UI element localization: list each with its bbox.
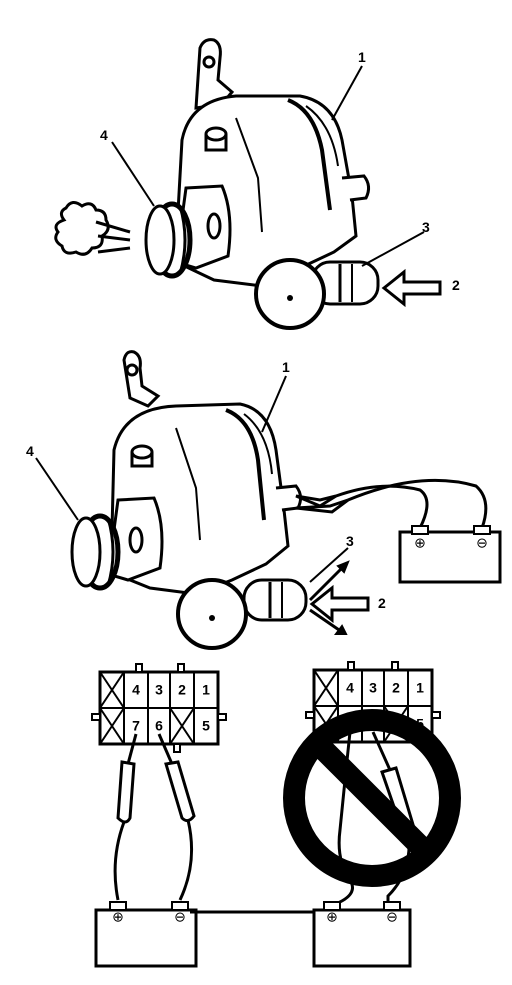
pin-label: 3 bbox=[369, 680, 377, 696]
callout-1: 1 bbox=[358, 49, 366, 65]
pin-label: 1 bbox=[202, 682, 210, 698]
pin-label: 2 bbox=[178, 682, 186, 698]
pin-label: 1 bbox=[416, 680, 424, 696]
pin-label: 6 bbox=[155, 718, 163, 734]
callout-4-energized: 4 bbox=[26, 443, 34, 459]
battery-positive-icon: ⊕ bbox=[326, 909, 338, 925]
connector-test-panel: 4 3 2 1 7 6 5 ⊕ ⊖ bbox=[91, 661, 461, 968]
pin-label: 3 bbox=[155, 682, 163, 698]
pin-label: 4 bbox=[346, 680, 354, 696]
connector-left: 4 3 2 1 7 6 5 bbox=[91, 663, 227, 753]
pin-label: 7 bbox=[132, 718, 140, 734]
pin-label: 2 bbox=[392, 680, 400, 696]
battery-negative-icon: ⊖ bbox=[174, 909, 186, 925]
callout-3-energized: 3 bbox=[346, 533, 354, 549]
callout-2: 2 bbox=[452, 277, 460, 293]
pin-label: 4 bbox=[132, 682, 140, 698]
battery-negative-icon: ⊖ bbox=[476, 535, 488, 551]
pin-label: 5 bbox=[202, 718, 210, 734]
callout-3: 3 bbox=[422, 219, 430, 235]
battery-positive-icon: ⊕ bbox=[414, 535, 426, 551]
callout-4: 4 bbox=[100, 127, 108, 143]
prohibited-icon bbox=[283, 709, 461, 887]
battery-negative-icon: ⊖ bbox=[386, 909, 398, 925]
battery-positive-icon: ⊕ bbox=[112, 909, 124, 925]
callout-2-energized: 2 bbox=[378, 595, 386, 611]
callout-1-energized: 1 bbox=[282, 359, 290, 375]
valve-panel-airflow: 1 4 3 2 bbox=[54, 38, 460, 330]
valve-panel-energized: ⊕ ⊖ 1 4 3 2 bbox=[26, 350, 502, 650]
